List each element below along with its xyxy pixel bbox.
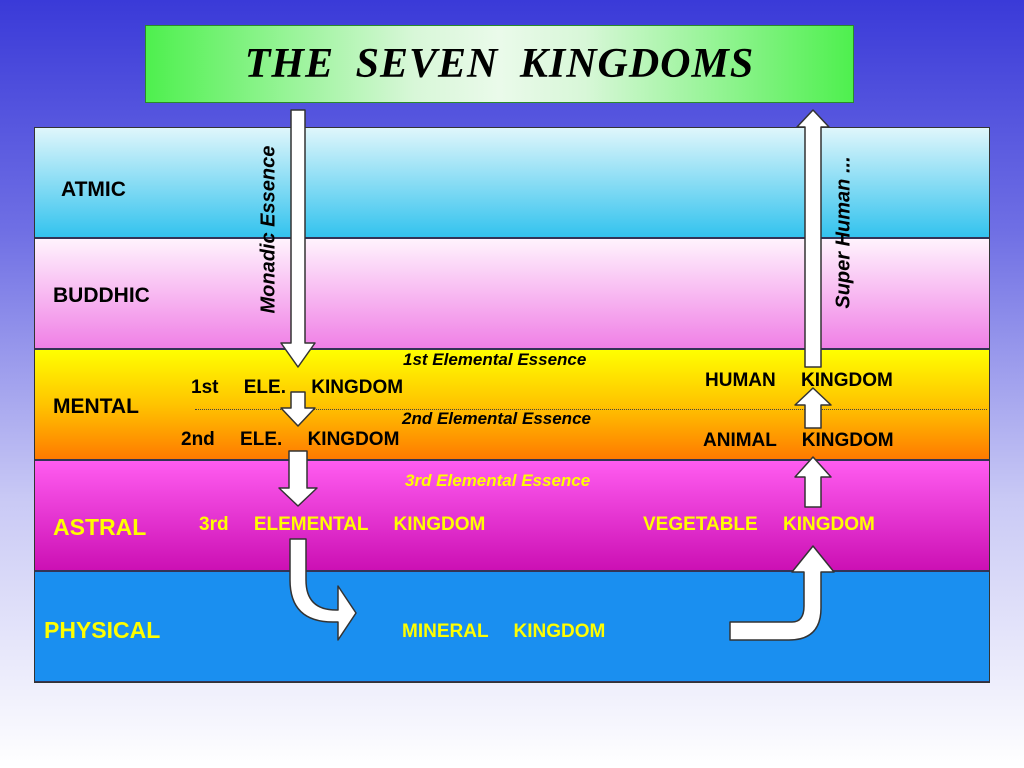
plane-label-physical: PHYSICAL: [44, 617, 161, 643]
human-kingdom: HUMAN KINGDOM: [705, 370, 893, 391]
vegetable-curved-arrow: [729, 545, 835, 641]
plane-label-atmic: ATMIC: [61, 178, 126, 201]
plane-label-buddhic: BUDDHIC: [53, 284, 150, 307]
title-box: THE SEVEN KINGDOMS: [145, 25, 854, 103]
first-elemental-kingdom: 1st ELE. KINGDOM: [191, 377, 404, 398]
super-human-label: Super Human ...: [832, 156, 855, 309]
mineral-kingdom: MINERAL KINGDOM: [402, 621, 606, 642]
animal-up-arrow: [794, 456, 832, 508]
third-elemental-kingdom: 3rd ELEMENTAL KINGDOM: [199, 514, 486, 535]
animal-kingdom: ANIMAL KINGDOM: [703, 430, 894, 451]
diagram-title: THE SEVEN KINGDOMS: [244, 41, 755, 87]
super-human-up-arrow: [796, 109, 830, 368]
buddhic-band: [34, 238, 990, 349]
monadic-down-arrow: [280, 109, 316, 368]
third-elemental-essence: 3rd Elemental Essence: [405, 471, 591, 490]
mental-divider: [195, 409, 987, 410]
plane-label-astral: ASTRAL: [53, 514, 147, 540]
atmic-band: [34, 127, 990, 238]
second-elemental-kingdom: 2nd ELE. KINGDOM: [181, 429, 400, 450]
second-elemental-essence: 2nd Elemental Essence: [402, 409, 591, 428]
mental-down-arrow: [280, 391, 316, 427]
planes-frame: [34, 127, 990, 683]
mineral-curved-arrow: [289, 538, 357, 641]
human-up-arrow: [794, 387, 832, 429]
monadic-essence-label: Monadic Essence: [257, 145, 280, 314]
first-elemental-essence: 1st Elemental Essence: [403, 350, 587, 369]
astral-down-arrow: [278, 450, 318, 507]
physical-band: [34, 571, 990, 682]
plane-label-mental: MENTAL: [53, 395, 139, 418]
vegetable-kingdom: VEGETABLE KINGDOM: [643, 514, 875, 535]
